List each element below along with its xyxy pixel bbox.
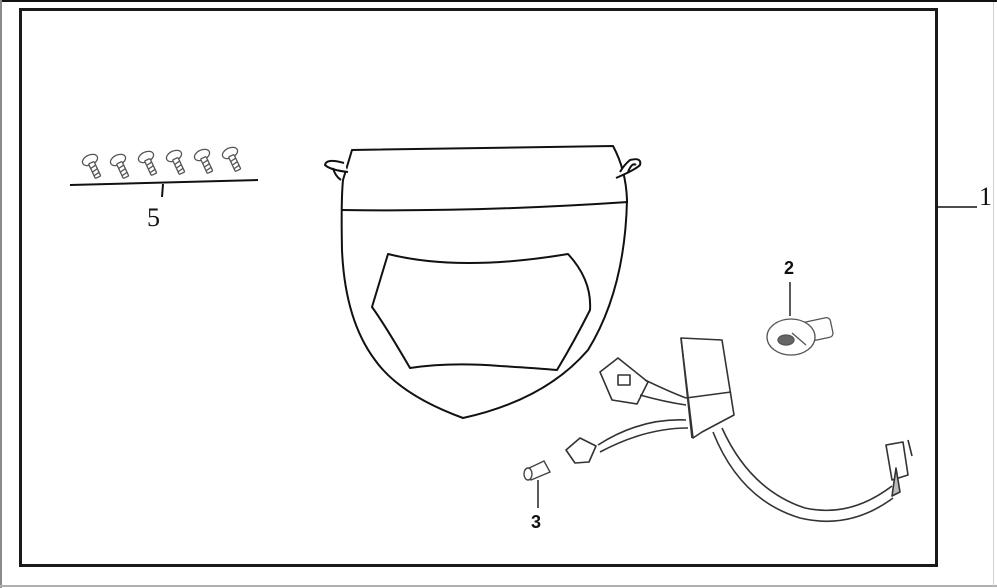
position-bulb-icon [523, 460, 551, 481]
callout-5-label: 5 [147, 203, 160, 232]
callout-3-label: 3 [531, 512, 542, 532]
screws-icon [81, 146, 242, 179]
outer-frame-left [0, 0, 2, 588]
outer-frame-top [0, 0, 997, 2]
callout-1-label: 1 [979, 182, 992, 211]
headlight-bulb-icon [766, 316, 834, 356]
outer-frame-bottom [0, 585, 997, 587]
diagram-panel [19, 8, 938, 567]
callout-5-leader [69, 179, 259, 198]
callout-2-label: 2 [784, 258, 795, 278]
wiring-harness-icon [565, 337, 913, 523]
outer-frame-right [993, 2, 994, 586]
headlight-cowl-icon [324, 145, 642, 419]
